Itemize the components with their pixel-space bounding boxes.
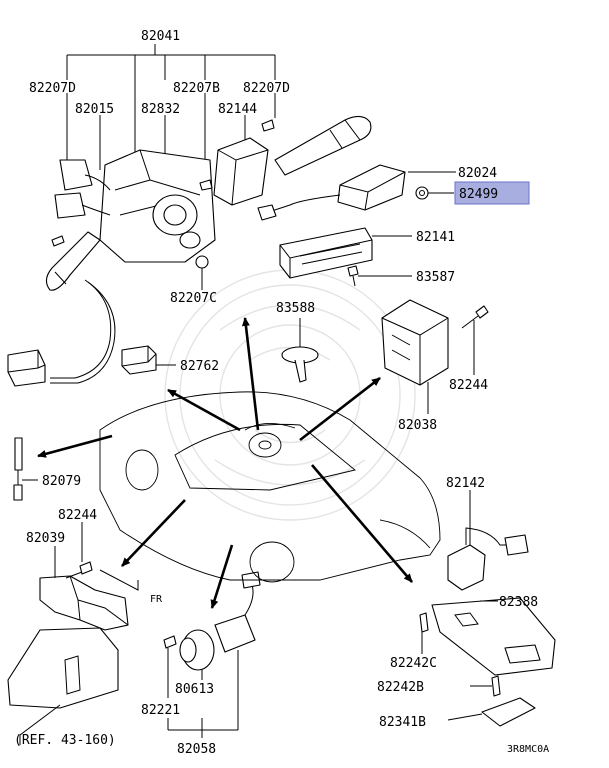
part-labels: 82041 82207D 82207B 82207D 82015 82832 8…: [14, 29, 549, 757]
label-82499: 82499: [459, 187, 498, 202]
switch-82024: [257, 164, 406, 221]
label-82341B: 82341B: [379, 715, 426, 730]
switch-82142: [447, 527, 529, 591]
plate-82388: [431, 597, 556, 676]
connector-left: [7, 349, 46, 387]
label-80613: 80613: [175, 682, 214, 697]
label-82242B: 82242B: [377, 680, 424, 695]
cover-82341B: [481, 697, 536, 727]
panel-82141: [279, 227, 373, 279]
label-82207D-right: 82207D: [243, 81, 290, 96]
label-82388: 82388: [499, 595, 538, 610]
label-82142: 82142: [446, 476, 485, 491]
cable-tie-83588: [281, 346, 319, 383]
label-ref-43-160: (REF. 43-160): [14, 733, 116, 748]
screw-82242B: [491, 675, 501, 697]
label-82244-right: 82244: [449, 378, 488, 393]
screw-82242C: [419, 612, 429, 633]
label-82207C: 82207C: [170, 291, 217, 306]
car-outline: [99, 391, 441, 583]
sensor-82079: [13, 437, 23, 501]
label-82024: 82024: [458, 166, 497, 181]
label-82762: 82762: [180, 359, 219, 374]
fr-arrow: [99, 569, 139, 591]
screw-82244-right: [461, 305, 489, 329]
label-fr: FR: [150, 594, 163, 605]
bracket-82039: [39, 575, 129, 631]
label-82039: 82039: [26, 531, 65, 546]
label-82079: 82079: [42, 474, 81, 489]
nut-82499: [415, 186, 429, 200]
screw-82244-left: [65, 561, 93, 579]
label-82038: 82038: [398, 418, 437, 433]
highlight-82499: [454, 181, 530, 205]
screw-83587: [347, 265, 359, 287]
label-82207D-left: 82207D: [29, 81, 76, 96]
connector-82058: [214, 571, 261, 653]
label-83588: 83588: [276, 301, 315, 316]
label-83587: 83587: [416, 270, 455, 285]
leader-lines: [19, 171, 498, 745]
label-82207B: 82207B: [173, 81, 220, 96]
label-82221: 82221: [141, 703, 180, 718]
label-82141: 82141: [416, 230, 455, 245]
label-82058: 82058: [177, 742, 216, 757]
panel-ref-43-160: [7, 627, 119, 709]
label-82015: 82015: [75, 102, 114, 117]
label-82041: 82041: [141, 29, 180, 44]
connector-82762: [121, 345, 157, 375]
combination-switch-assembly: [45, 115, 372, 384]
callout-arrows: [37, 317, 413, 609]
leader-82041-group: [66, 44, 276, 190]
label-82242C: 82242C: [390, 656, 437, 671]
buzzer-80613: [179, 629, 215, 671]
label-82832: 82832: [141, 102, 180, 117]
screw-82207C: [195, 255, 209, 269]
label-82144: 82144: [218, 102, 257, 117]
screw-82221: [163, 635, 177, 649]
label-82244-left: 82244: [58, 508, 97, 523]
relay-box-82038: [381, 299, 449, 386]
diagram-code: 3R8MC0A: [507, 744, 549, 755]
